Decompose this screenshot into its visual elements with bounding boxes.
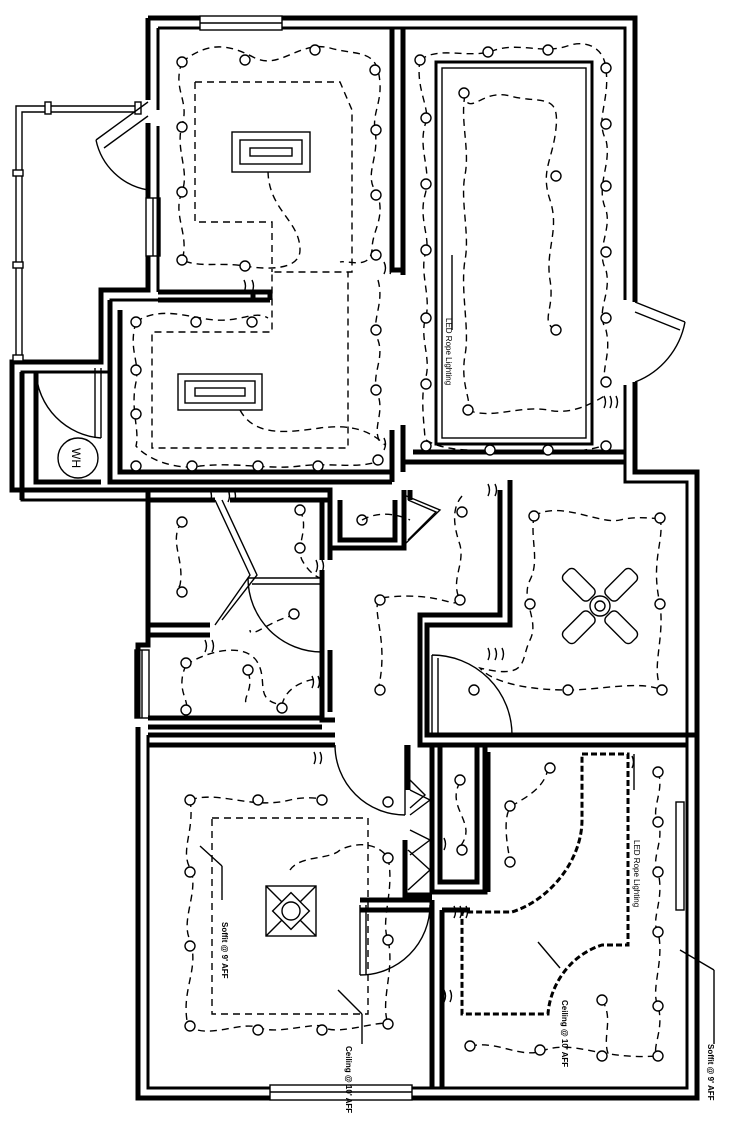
- recessed-lights-mid-left: [176, 504, 368, 716]
- recessed-lights-top-right: [414, 44, 612, 456]
- water-heater-symbol: [57, 437, 99, 479]
- water-heater-label: WH: [69, 448, 83, 468]
- recessed-lights-hall: [374, 506, 468, 696]
- recessed-lights-living: [130, 44, 384, 472]
- mid-left-rooms: [175, 483, 498, 716]
- recessed-lights-lower-left: [184, 794, 394, 1036]
- water-heater-area: WH: [19, 372, 101, 500]
- ceiling-fan-icon: [561, 567, 639, 645]
- soffit-label-right: Soffit @ 9' AFF: [706, 1044, 715, 1101]
- right-mid-room: [468, 510, 668, 696]
- led-rope-label-top: LED Rope Lighting: [444, 318, 453, 385]
- soffit-label-left: Soffit @ 9' AFF: [220, 922, 229, 979]
- living-room-fixtures: [130, 44, 393, 472]
- exterior-walls: [9, 15, 700, 1101]
- porch-rail: [12, 101, 142, 362]
- lower-right-bedroom: LED Rope Lighting Ceiling @ 10' AFF Soff…: [443, 752, 715, 1101]
- interior-walls: [107, 28, 697, 1088]
- ceiling-label-left: Ceiling @ 10' AFF: [344, 1046, 353, 1113]
- doors: [35, 101, 686, 976]
- recessed-lights-right-mid: [468, 510, 668, 696]
- led-rope-label-right: LED Rope Lighting: [632, 840, 641, 907]
- center-closets: [443, 774, 468, 856]
- recessed-lights-lower-right: [464, 762, 664, 1062]
- lower-left-bedroom: Soffit @ 9' AFF Ceiling @ 10' AFF: [184, 751, 394, 1113]
- top-right-room: LED Rope Lighting: [414, 43, 619, 456]
- ceiling-label-right: Ceiling @ 10' AFF: [560, 1000, 569, 1067]
